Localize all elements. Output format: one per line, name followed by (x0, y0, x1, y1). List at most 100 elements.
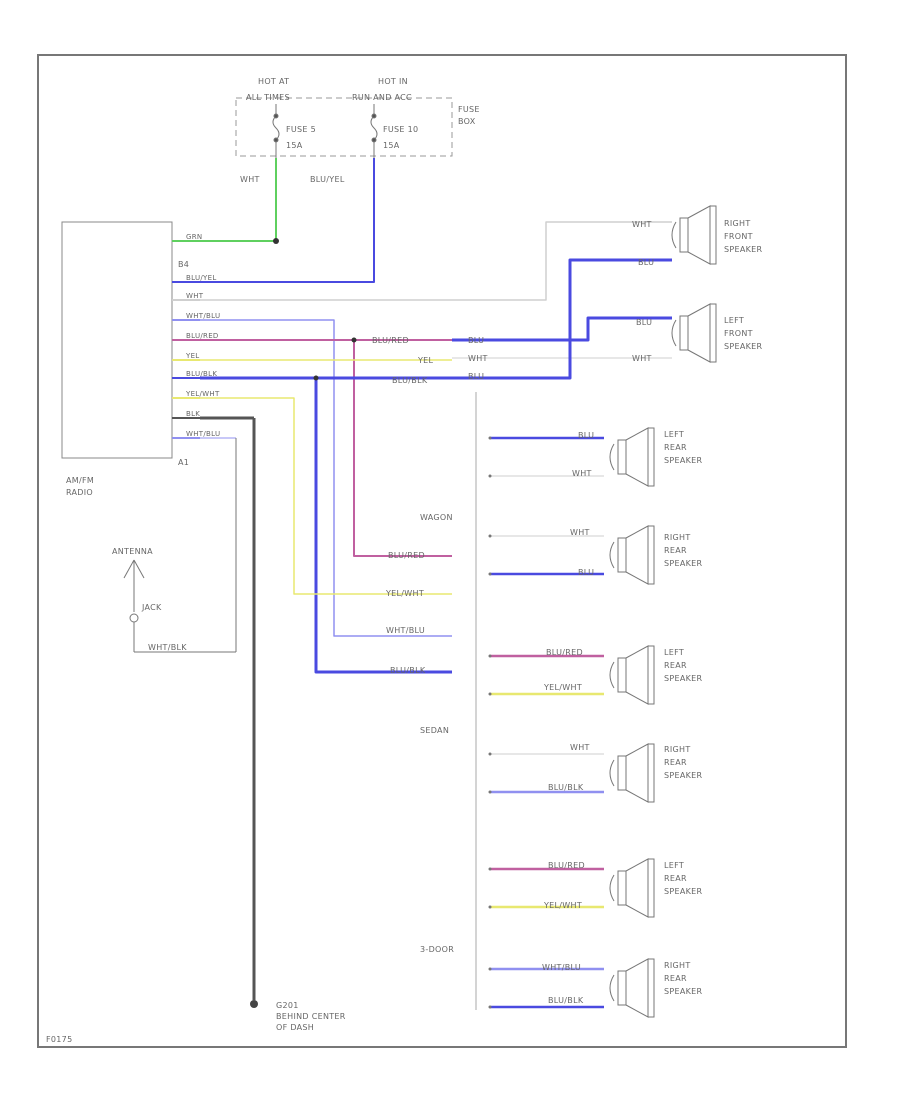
rear-speaker-1-pin1-dot (488, 436, 492, 440)
rear-speaker-1-name2: REAR (664, 443, 687, 452)
front-conn-label-3: BLU (468, 372, 484, 381)
wire-blu-blk-branch (314, 378, 452, 674)
rear-speaker-2-shape-rim (648, 525, 655, 585)
rear-speaker-6-shape-cone (625, 958, 649, 1018)
ground-line2: OF DASH (276, 1023, 314, 1032)
sedan-label: SEDAN (420, 726, 449, 735)
rear-speaker-2-pin2: BLU (578, 568, 594, 577)
front-speaker-right-shape-magnet (679, 217, 689, 253)
rear-speaker-5-pin1: BLU/RED (548, 861, 585, 870)
rear-speaker-2-shape-magnet (617, 537, 627, 573)
front-speaker-right-name3: SPEAKER (724, 245, 763, 254)
wagon-conn-label-2: YEL/WHT (385, 589, 424, 598)
antenna-symbol (123, 438, 237, 653)
rear-speaker-1-shape-magnet (617, 439, 627, 475)
fuse-box-outline (235, 97, 453, 157)
wire-yel-wht (200, 397, 452, 595)
rear-speaker-2-name2: REAR (664, 546, 687, 555)
wire-blu-yel (200, 158, 375, 283)
rear-speaker-6-pin2: BLU/BLK (548, 996, 584, 1005)
rear-speaker-3-pin2-dot (488, 692, 492, 696)
fuse-wire-left-label: WHT (240, 175, 260, 184)
rear-speaker-6-pin1-dot (488, 967, 492, 971)
coupe-label: 3-DOOR (420, 945, 454, 954)
rear-speaker-3-shape-coil (609, 661, 615, 689)
rear-speaker-5-pin1-dot (488, 867, 492, 871)
front-speaker-right-pin1: WHT (632, 220, 652, 229)
rear-speaker-4-pin2: BLU/BLK (548, 783, 584, 792)
radio-wire-label-8: YEL/WHT (185, 390, 220, 398)
radio-wire-label-7: BLU/BLK (186, 370, 217, 378)
rear-speaker-2-name3: SPEAKER (664, 559, 703, 568)
rear-speaker-3-shape-rim (648, 645, 655, 705)
rear-speaker-1-name3: SPEAKER (664, 456, 703, 465)
wire-blu-red-branch (353, 340, 452, 557)
rear-speaker-5-pin2: YEL/WHT (543, 901, 582, 910)
fuse-box-hot-left-sub: ALL TIMES (246, 93, 290, 102)
rear-speaker-3-pin1: BLU/RED (546, 648, 583, 657)
figure-code: F0175 (46, 1035, 72, 1044)
ground-symbol (250, 418, 258, 1008)
rear-speaker-2-name: RIGHT (664, 533, 691, 542)
rear-speaker-3-shape-cone (625, 645, 649, 705)
radio-wire-label-6: YEL (185, 352, 200, 360)
rear-speaker-6-name: RIGHT (664, 961, 691, 970)
rear-speaker-5-shape-cone (625, 858, 649, 918)
rear-speaker-1-name: LEFT (664, 430, 684, 439)
rear-speaker-4-name: RIGHT (664, 745, 691, 754)
front-speaker-right-name2: FRONT (724, 232, 753, 241)
rear-speaker-6-shape-magnet (617, 970, 627, 1006)
junction-blu-blk (313, 375, 319, 381)
front-speaker-left: BLU WHT LEFT FRONT SPEAKER (632, 316, 762, 363)
rear-speaker-4-pin2-dot (488, 790, 492, 794)
wire-front-left-blu (452, 316, 672, 342)
rear-speaker-1-shape-rim (648, 427, 655, 487)
rear-speaker-4-shape-rim (648, 743, 655, 803)
rear-speaker-3-pin1-dot (488, 654, 492, 658)
radio-wire-label-3: WHT (186, 292, 204, 300)
wagon-conn-label-3: WHT/BLU (386, 626, 425, 635)
antenna-jack-label: JACK (141, 603, 162, 612)
radio-unit (61, 221, 173, 459)
rear-speaker-2-pin1: WHT (570, 528, 590, 537)
antenna-wire-label: WHT/BLK (148, 643, 187, 652)
rear-speaker-2-shape-coil (609, 541, 615, 569)
radio-wire-label-2: BLU/YEL (186, 274, 217, 282)
fuse-box-label: FUSE (458, 105, 480, 114)
front-conn-label-1: BLU (468, 336, 484, 345)
front-speaker-right-pin2: BLU (638, 258, 654, 267)
rear-speaker-1-pin2-dot (488, 474, 492, 478)
front-speaker-right-name: RIGHT (724, 219, 751, 228)
front-speaker-left-shape-magnet (679, 315, 689, 351)
front-conn-label-2: WHT (468, 354, 488, 363)
front-speaker-right-shape-cone (687, 205, 711, 265)
rear-speaker-3-name2: REAR (664, 661, 687, 670)
radio-name-2: RADIO (66, 488, 93, 497)
radio-pin-a1: A1 (178, 458, 189, 467)
rear-speaker-6-name3: SPEAKER (664, 987, 703, 996)
radio-wire-label-4: WHT/BLU (186, 312, 220, 320)
rear-speaker-6-pin2-dot (488, 1005, 492, 1009)
wires-group (200, 158, 717, 1018)
radio-pin-b4: B4 (178, 260, 189, 269)
rear-speaker-4-shape-cone (625, 743, 649, 803)
rear-speaker-4-shape-coil (609, 759, 615, 787)
junction-grn (273, 238, 279, 244)
rear-speaker-4-name3: SPEAKER (664, 771, 703, 780)
rear-speakers-group: BLU WHT LEFT REAR SPEAKER WHT BLU RIGHT … (542, 430, 703, 1005)
radio-wire-label-10: WHT/BLU (186, 430, 220, 438)
rear-speaker-3-pin2: YEL/WHT (543, 683, 582, 692)
front-speaker-left-pin1: BLU (636, 318, 652, 327)
mid-label-blu-blk: BLU/BLK (392, 376, 428, 385)
wagon-label: WAGON (420, 513, 453, 522)
junction-blu-red (351, 337, 357, 343)
rear-speaker-1-pin2: WHT (572, 469, 592, 478)
rear-speaker-4-shape-magnet (617, 755, 627, 791)
wagon-conn-label-4: BLU/BLK (390, 666, 426, 675)
front-speaker-right-shape-rim (710, 205, 717, 265)
mid-label-yel: YEL (417, 356, 434, 365)
wire-wht-rf (200, 221, 672, 301)
fuse-10-symbol (370, 104, 378, 158)
fuse-10-label: FUSE 10 (383, 125, 418, 134)
rear-speaker-3-name3: SPEAKER (664, 674, 703, 683)
